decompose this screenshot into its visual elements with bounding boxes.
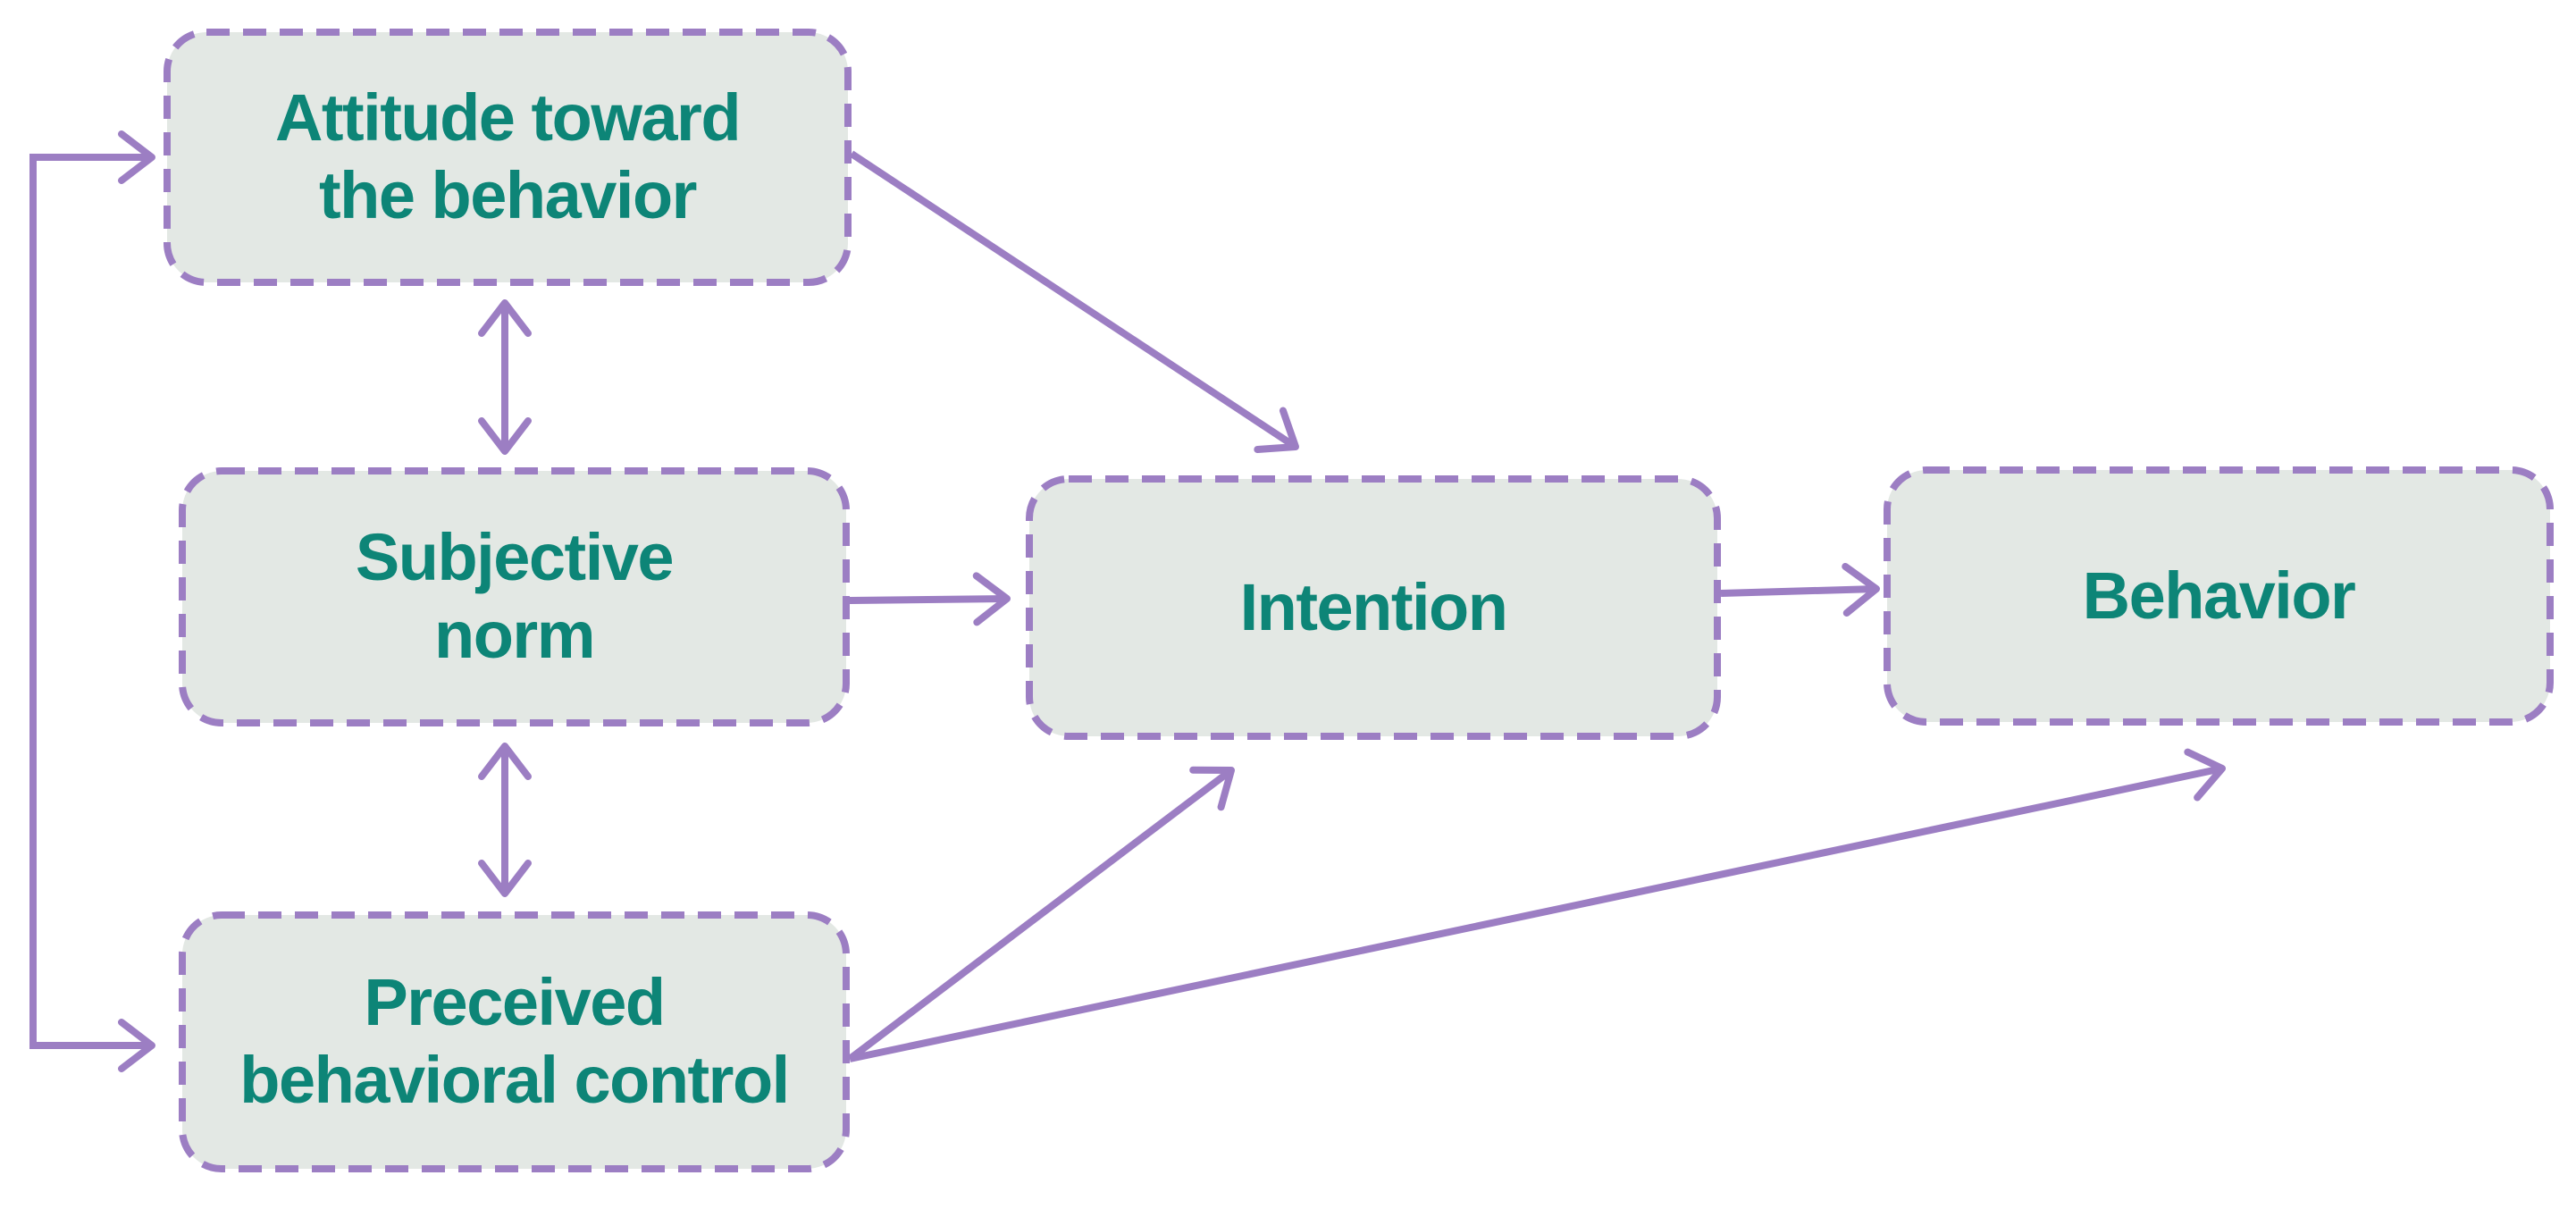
edge-pbc-to-behavior	[849, 748, 2226, 1062]
edge-intention-to-behavior	[1720, 562, 1880, 617]
node-subjective-box	[179, 467, 850, 726]
node-attitude-box	[164, 29, 852, 286]
node-behavior-box	[1884, 466, 2554, 726]
edge-pbc-to-intention	[847, 766, 1235, 1062]
edge-attitude-to-intention	[849, 150, 1299, 453]
edge-attitude-pbc-bracket	[29, 130, 155, 1072]
node-intention-box	[1026, 475, 1721, 740]
edge-subjective-to-intention	[849, 572, 1011, 626]
node-pbc-box	[179, 911, 850, 1172]
